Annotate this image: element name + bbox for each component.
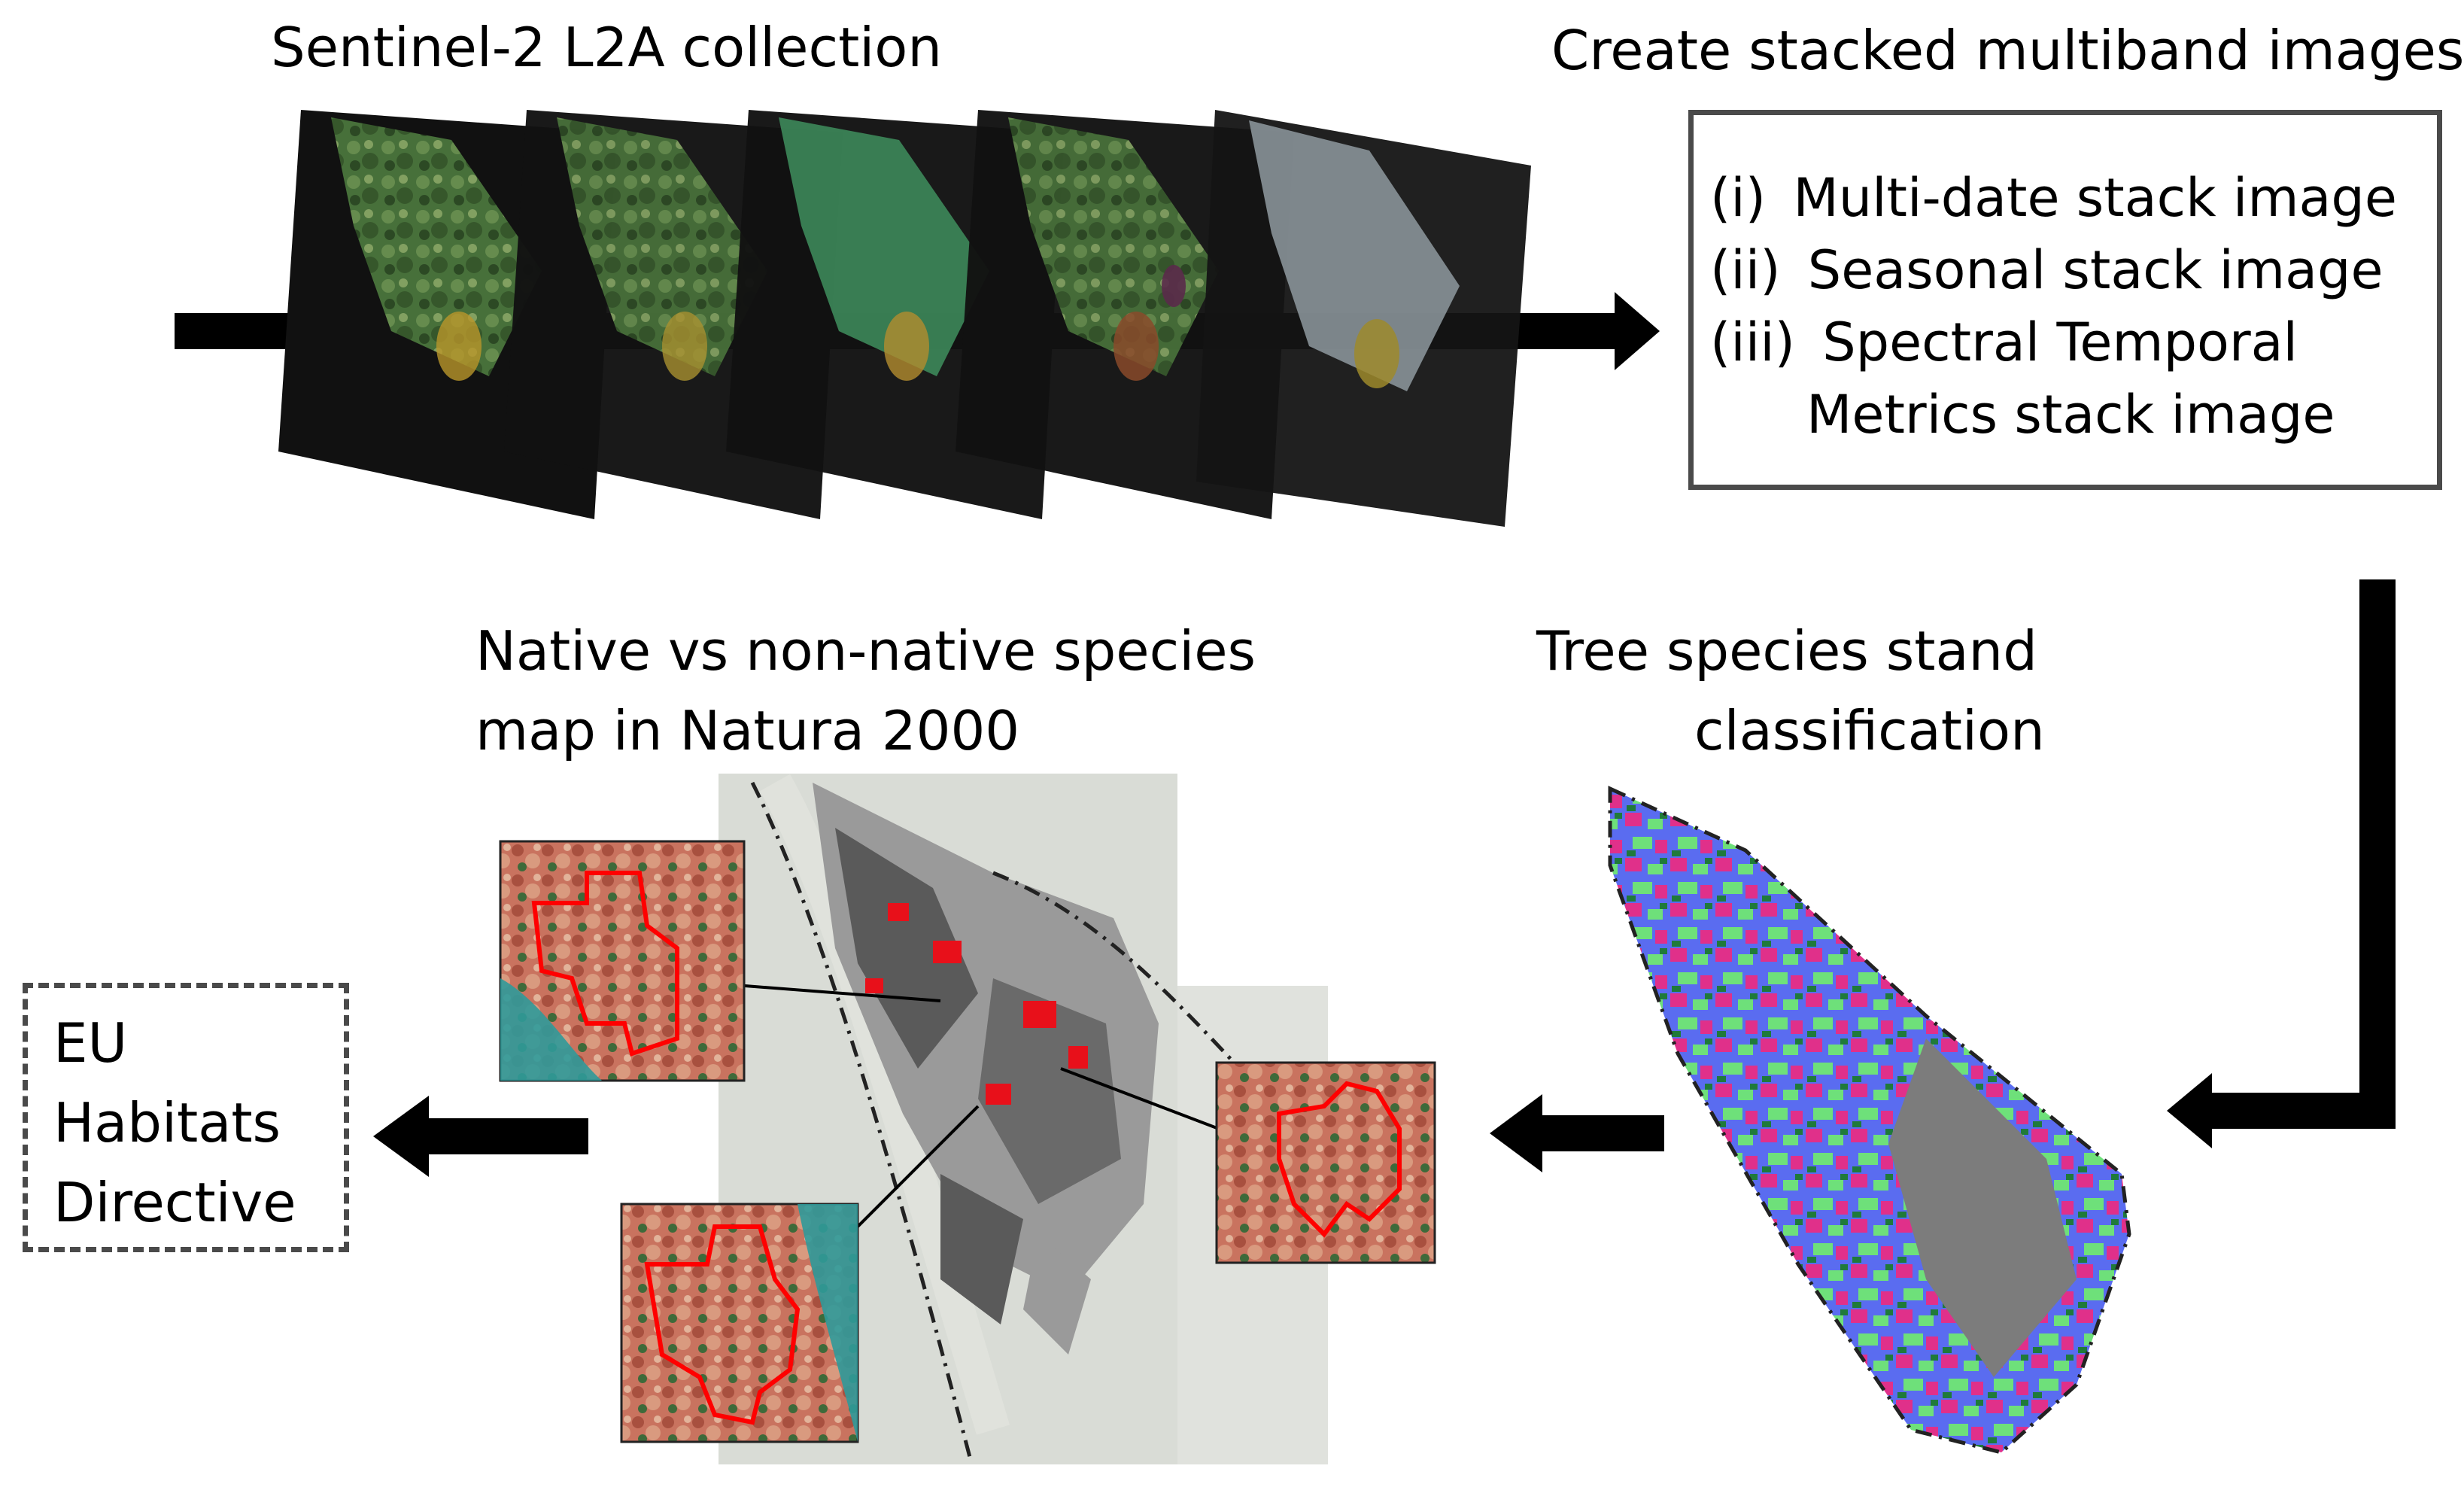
map-label-1: Native vs non-native species [475,619,1256,683]
elbow-arrow [2167,579,2396,1148]
stacks-title: Create stacked multiband images [1551,19,2464,82]
collection-label: Sentinel-2 L2A collection [271,16,942,79]
arrow-to-map [1490,1094,1664,1172]
classification-label-1: Tree species stand [1536,619,2037,683]
classification-label-2: classification [1694,699,2045,762]
stack-item-1-text: Multi-date stack image [1793,167,2397,229]
stack-item-4-text: Metrics stack image [1806,384,2335,445]
eu-line-2: Habitats [53,1091,281,1154]
stack-item-3-text: Spectral Temporal [1822,312,2298,373]
eu-directive-box: EU Habitats Directive [23,983,349,1252]
scene-5 [1196,110,1531,527]
stack-types-box: (i) Multi-date stack image (ii) Seasonal… [1688,110,2442,490]
stack-item-1: (i) Multi-date stack image [1710,162,2397,234]
eu-line-1: EU [53,1011,128,1075]
stack-item-4: Metrics stack image [1806,379,2335,451]
arrow-to-directive [373,1096,588,1177]
classification-map [1608,786,2131,1455]
inset-right [1215,1061,1436,1264]
stack-item-2-num: (ii) [1710,239,1781,301]
inset-connectors [744,984,1220,1251]
inset-bottom [620,1203,859,1443]
stack-item-2: (ii) Seasonal stack image [1710,234,2383,306]
inset-top-left [499,840,746,1082]
stack-item-1-num: (i) [1710,167,1767,229]
stack-item-3-num: (iii) [1710,312,1795,373]
eu-line-3: Directive [53,1171,296,1234]
map-label-2: map in Natura 2000 [475,699,1020,762]
stack-item-3: (iii) Spectral Temporal [1710,306,2298,379]
stack-item-2-text: Seasonal stack image [1807,239,2383,301]
